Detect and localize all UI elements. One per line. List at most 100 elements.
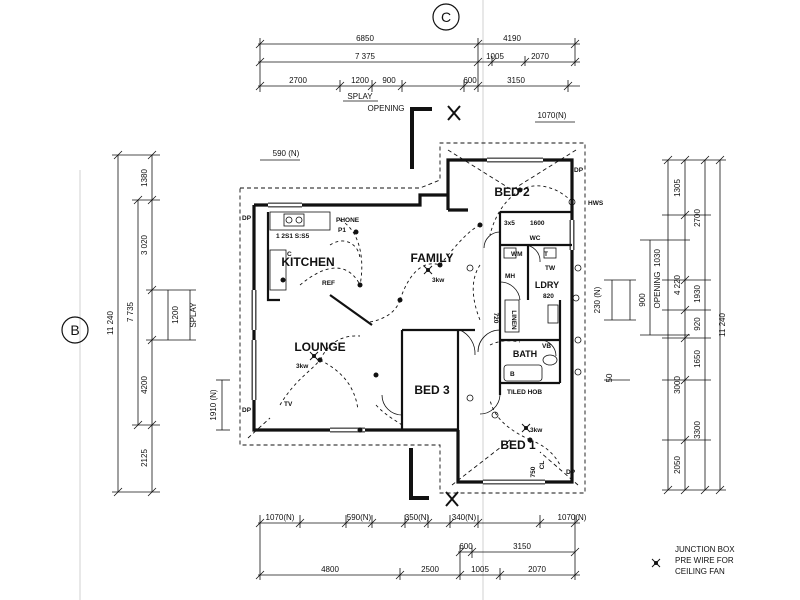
top-splay-label: SPLAY <box>347 92 373 101</box>
section-mark-bottom <box>409 448 459 507</box>
dim-1910-window: 1910 (N) <box>209 389 218 420</box>
dim-2050: 2050 <box>673 456 682 474</box>
bottom-dimensions: 1070(N) 590(N) 350(N) 340(N) 1070(N) 600… <box>255 513 587 580</box>
dim-bottom-4800: 4800 <box>321 565 339 574</box>
dim-6850: 6850 <box>356 34 374 43</box>
dim-bottom-2070: 2070 <box>528 565 546 574</box>
dim-920: 920 <box>693 317 702 331</box>
roof-hip-line <box>247 417 271 439</box>
legend-fan-icon <box>651 558 661 568</box>
vanity-basin-label: VB <box>542 343 551 350</box>
room-label-family: FAMILY <box>411 251 454 265</box>
dim-bottom-2500: 2500 <box>421 565 439 574</box>
dim-4200: 4200 <box>140 376 149 394</box>
dim-50: 50 <box>605 373 614 382</box>
room-label-bed3: BED 3 <box>414 383 450 397</box>
room-label-wc: WC <box>530 235 541 242</box>
tv-label: TV <box>284 401 293 408</box>
dim-820: 820 <box>543 293 554 300</box>
dim-2700: 2700 <box>289 76 307 85</box>
range-label: 1 2S1 S:S5 <box>276 233 310 240</box>
dim-left-mid: 7 735 <box>126 301 135 322</box>
dim-bottom-590: 590(N) <box>347 513 372 522</box>
top-opening-label: OPENING <box>368 104 405 113</box>
ceiling-fan-symbols <box>309 265 531 433</box>
hws-label: HWS <box>588 200 604 207</box>
dim-left-splay-1200: 1200 <box>171 306 180 324</box>
room-label-bed1: BED 1 <box>500 438 536 452</box>
dim-1600: 1600 <box>530 220 545 227</box>
roof-hip-line <box>451 439 511 486</box>
dim-bottom-1070: 1070(N) <box>266 513 295 522</box>
cooktop-label: C <box>287 251 292 258</box>
dim-750: 750 <box>530 466 537 477</box>
dim-600: 600 <box>463 76 477 85</box>
dim-left-outer: 11 240 <box>106 311 115 335</box>
dim-bottom-600: 600 <box>459 542 473 551</box>
grid-marker-c: C <box>432 3 460 31</box>
dim-bottom-3150: 3150 <box>513 542 531 551</box>
right-opening-label: OPENING <box>653 272 662 309</box>
dim-1930: 1930 <box>693 285 702 303</box>
linen-label: LINEN <box>510 310 517 330</box>
closet-label: CL <box>539 461 546 470</box>
dim-2125: 2125 <box>140 449 149 467</box>
dim-1380: 1380 <box>140 169 149 187</box>
grid-marker-b-label: B <box>70 322 79 338</box>
fan-tag: 3kw <box>530 427 543 434</box>
dim-1030: 1030 <box>653 249 662 267</box>
dim-1200: 1200 <box>351 76 369 85</box>
trough-label: T <box>544 251 548 258</box>
dim-1005: 1005 <box>486 52 504 61</box>
exterior-walls <box>251 157 575 485</box>
bath-tub-label: B <box>510 371 515 378</box>
room-label-bed2: BED 2 <box>494 185 530 199</box>
dim-900-opening: 900 <box>638 293 647 307</box>
legend-junction-box: JUNCTION BOX <box>675 545 735 554</box>
roof-hip-line <box>447 149 513 191</box>
dim-3150: 3150 <box>507 76 525 85</box>
top-dimensions: 6850 4190 7 375 1005 2070 2700 1200 900 … <box>255 34 580 161</box>
roof-hip-line <box>511 149 577 191</box>
eave-outline <box>239 142 586 494</box>
downpipe-label: DP <box>566 469 576 476</box>
dim-bottom-1070-right: 1070(N) <box>558 513 587 522</box>
legend-ceiling-fan: CEILING FAN <box>675 567 725 576</box>
dim-7375: 7 375 <box>355 52 376 61</box>
left-dimensions: 11 240 7 735 1380 3 020 4200 2125 1200 S… <box>106 150 230 497</box>
dim-3x5: 3x5 <box>504 220 515 227</box>
room-label-lounge: LOUNGE <box>294 340 345 354</box>
legend-pre-wire: PRE WIRE FOR <box>675 556 734 565</box>
dim-bottom-350: 350(N) <box>405 513 430 522</box>
bed2-window-dim: 1070(N) <box>538 111 567 120</box>
dim-4220: 4 220 <box>673 274 682 295</box>
ref-label: REF <box>322 280 335 287</box>
dim-2700-right: 2700 <box>693 209 702 227</box>
dim-230: 230 (N) <box>593 286 602 313</box>
room-label-ldry: LDRY <box>535 280 559 290</box>
dim-bottom-1005: 1005 <box>471 565 489 574</box>
grid-marker-b: B <box>61 316 89 344</box>
dim-1650: 1650 <box>693 350 702 368</box>
section-mark-top <box>410 105 461 169</box>
electrical-wiring <box>279 185 571 466</box>
fan-tag: 3kw <box>296 363 309 370</box>
downpipe-label: DP <box>242 215 252 222</box>
dim-4190: 4190 <box>503 34 521 43</box>
fan-tag: 3kw <box>432 277 445 284</box>
downpipe-label: DP <box>242 407 252 414</box>
phone-label: PHONE <box>336 217 360 224</box>
dim-1305: 1305 <box>673 179 682 197</box>
dim-right-outer: 11 240 <box>718 313 727 337</box>
fixture-symbols <box>280 187 582 443</box>
dim-3000: 3000 <box>673 376 682 394</box>
kitchen-window-dim: 590 (N) <box>273 149 300 158</box>
dim-720: 720 <box>492 313 499 324</box>
dim-bottom-340: 340(N) <box>452 513 477 522</box>
grid-marker-c-label: C <box>441 9 451 25</box>
room-label-bath: BATH <box>513 349 537 359</box>
dim-3020: 3 020 <box>140 234 149 255</box>
manhole-label: MH <box>505 273 515 280</box>
dim-900: 900 <box>382 76 396 85</box>
